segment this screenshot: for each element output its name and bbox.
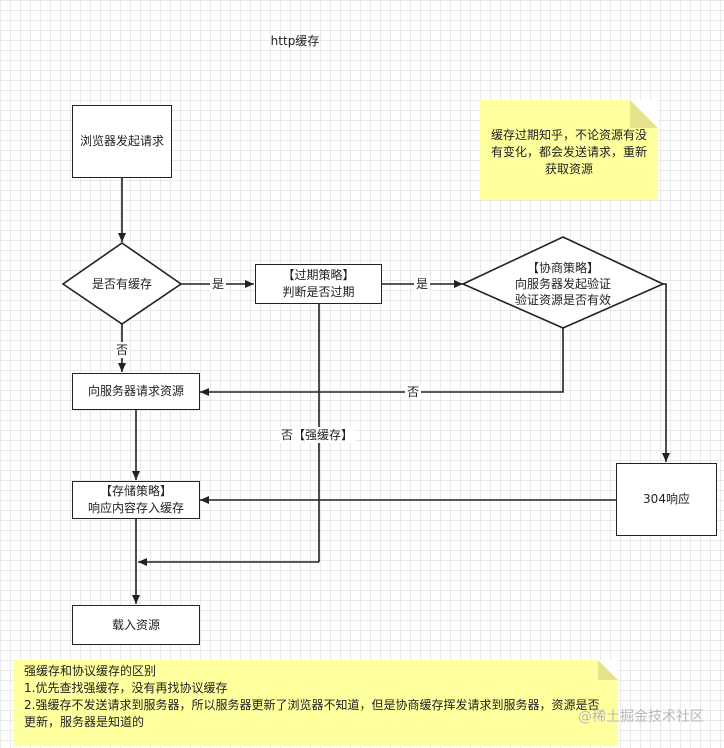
note-bottom-title: 强缓存和协议缓存的区别: [24, 664, 157, 678]
request-server-box: 向服务器请求资源: [72, 373, 200, 410]
store-title: 【存储策略】: [99, 484, 172, 498]
store-desc: 响应内容存入缓存: [87, 501, 184, 515]
watermark: @稀土掘金技术社区: [578, 709, 704, 725]
request-server-label: 向服务器请求资源: [87, 384, 184, 398]
edge-label-yes-2: 是: [414, 276, 431, 292]
note-bottom-line2: 2.强缓存不发送请求到服务器，所以服务器更新了浏览器不知道，但是协商缓存挥发请求…: [24, 698, 600, 729]
negotiate-label: 【协商策略】 向服务器发起验证 验证资源是否有效: [493, 260, 633, 308]
note-bottom-line1: 1.优先查找强缓存，没有再找协议缓存: [24, 681, 228, 695]
negotiate-line2: 验证资源是否有效: [514, 293, 611, 307]
edge-label-no-negotiate: 否: [405, 384, 422, 400]
load-resource-label: 载入资源: [111, 617, 160, 632]
edge-label-no-strong: 否【强缓存】: [279, 427, 356, 443]
edge-label-no-cache: 否: [115, 342, 130, 358]
note-fold-icon: [598, 660, 618, 680]
response-304-label: 304响应: [643, 492, 690, 506]
note-top: 缓存过期知乎，不论资源有没有变化，都会发送请求，重新获取资源: [480, 100, 658, 200]
edge-negotiate-to-304: [662, 283, 670, 462]
response-304-box: 304响应: [616, 463, 717, 536]
has-cache-label: 是否有缓存: [91, 277, 152, 291]
browser-request-label: 浏览器发起请求: [79, 134, 164, 148]
has-cache-diamond: [61, 242, 183, 325]
edge-negotiate-to-request: [200, 326, 564, 396]
negotiate-diamond: [461, 236, 665, 329]
note-bottom: 强缓存和协议缓存的区别 1.优先查找强缓存，没有再找协议缓存 2.强缓存不发送请…: [14, 660, 618, 746]
expire-title: 【过期策略】: [282, 268, 355, 282]
note-top-text: 缓存过期知乎，不论资源有没有变化，都会发送请求，重新获取资源: [490, 128, 647, 176]
expire-strategy-box: 【过期策略】 判断是否过期: [255, 264, 382, 304]
diagram-title: http缓存: [270, 34, 320, 48]
negotiate-title: 【协商策略】: [526, 261, 599, 275]
note-fold-icon: [630, 100, 658, 128]
load-resource-box: 载入资源: [72, 605, 200, 645]
edge-label-yes-1: 是: [210, 276, 227, 292]
negotiate-line1: 向服务器发起验证: [514, 277, 611, 291]
store-strategy-box: 【存储策略】 响应内容存入缓存: [72, 481, 200, 519]
expire-desc: 判断是否过期: [282, 285, 355, 299]
browser-request-box: 浏览器发起请求: [72, 105, 172, 178]
